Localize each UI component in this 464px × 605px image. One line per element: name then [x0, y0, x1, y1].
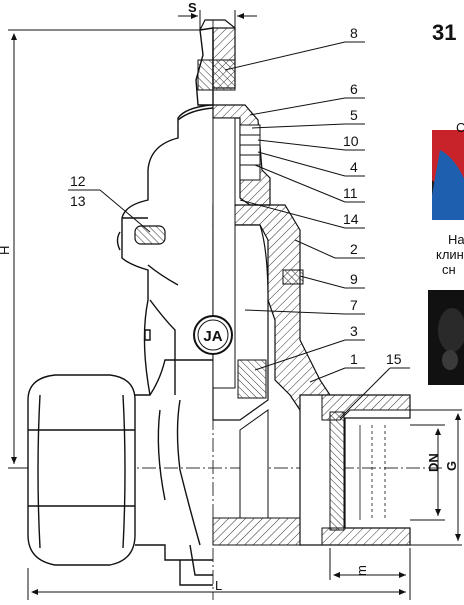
- callout-12: 12: [70, 173, 86, 189]
- callout-3: 3: [350, 323, 358, 339]
- logo-text: JA: [203, 328, 222, 345]
- callout-11: 11: [343, 185, 358, 201]
- dim-l: L: [215, 578, 222, 593]
- dimension-labels: S H L m DN G: [0, 0, 459, 593]
- stem-top: [195, 19, 236, 106]
- dim-m: m: [354, 565, 369, 576]
- callout-5: 5: [350, 107, 358, 123]
- dim-h: H: [0, 246, 12, 255]
- dimension-lines: [8, 10, 462, 600]
- valve-section-right: [212, 104, 411, 546]
- callout-6: 6: [350, 81, 358, 97]
- logo-badge: JA: [193, 315, 233, 355]
- side-text-2: На: [448, 232, 464, 247]
- callout-14: 14: [343, 211, 359, 227]
- dim-dn: DN: [426, 453, 441, 472]
- callout-labels: 8 6 5 10 4 11 14 2 9 7 3 1 15 12 13: [70, 25, 402, 367]
- callout-2: 2: [350, 241, 358, 257]
- side-text-1: С: [456, 120, 464, 135]
- callout-4: 4: [350, 159, 358, 175]
- callout-1: 1: [350, 351, 358, 367]
- side-text-3: клин: [436, 247, 464, 262]
- callout-7: 7: [350, 297, 358, 313]
- dim-g: G: [444, 461, 459, 471]
- dim-s: S: [188, 0, 197, 15]
- callout-leaders: [68, 41, 410, 419]
- valve-exterior-left: [27, 104, 214, 586]
- callout-13: 13: [70, 193, 86, 209]
- page-number: 31: [432, 20, 456, 45]
- side-photo-2: [428, 290, 464, 385]
- side-photo-1: [432, 130, 464, 220]
- side-text-4: сн: [442, 262, 456, 277]
- gasket-12-13: [134, 225, 166, 245]
- callout-15: 15: [386, 351, 402, 367]
- callout-8: 8: [350, 25, 358, 41]
- callout-10: 10: [343, 133, 359, 149]
- callout-9: 9: [350, 271, 358, 287]
